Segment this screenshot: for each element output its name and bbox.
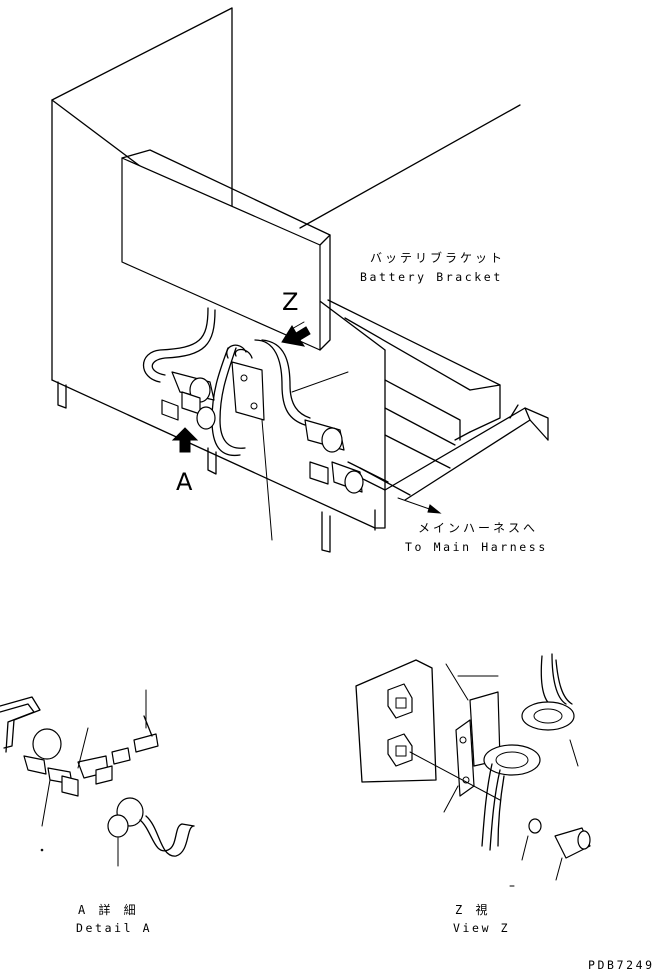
battery-bracket-label-jp: バッテリブラケット [370,251,506,265]
main-harness-arrowhead [427,504,442,514]
right-connectors [304,419,364,494]
detail-a-title-jp: A 詳 細 [78,903,139,917]
detail-a-view [0,689,195,867]
detail-a-title-en: Detail A [76,921,153,935]
view-z-title-en: View Z [453,921,511,935]
view-z-marker: Z [282,288,299,316]
leader-battery-bracket [291,371,349,393]
left-connectors [161,371,216,430]
main-assembly-view [51,7,549,553]
view-z-view [355,653,591,887]
view-z-title-jp: Z 視 [455,903,491,917]
battery-bracket-plate [121,149,331,351]
leader-clamp [261,419,273,541]
main-harness-label-en: To Main Harness [405,540,548,554]
drawing-number: PDB7249 [588,958,655,972]
battery-bracket-label-en: Battery Bracket [360,270,503,284]
view-z-arrow [281,321,311,347]
view-a-marker: A [176,468,193,496]
frame-structure [299,104,549,501]
view-a-arrow [171,427,199,453]
harness-clamp-bracket [226,344,265,421]
main-harness-label-jp: メインハーネスへ [418,521,539,535]
